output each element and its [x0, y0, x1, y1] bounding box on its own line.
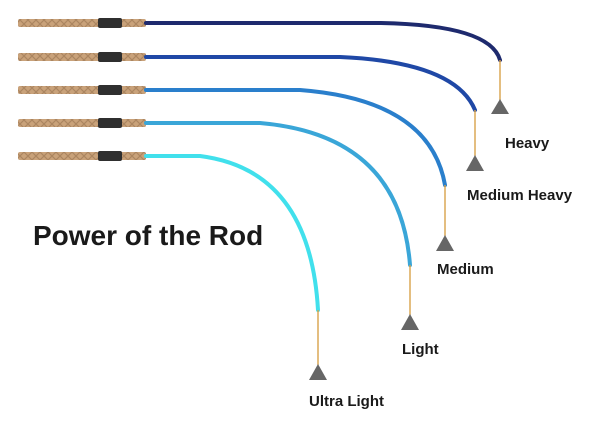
cork-handle	[18, 119, 146, 127]
sinker-icon	[466, 155, 484, 171]
reel-seat	[98, 18, 122, 28]
cork-handle	[18, 53, 146, 61]
sinker-icon	[436, 235, 454, 251]
rod-blank	[144, 121, 412, 267]
sinker-icon	[401, 314, 419, 330]
rod-blank	[144, 55, 477, 112]
rod-light: Light	[18, 118, 439, 358]
rod-medium-heavy: Medium Heavy	[18, 52, 573, 204]
rod-ultra-light: Ultra Light	[18, 151, 384, 410]
rod-medium: Medium	[18, 85, 494, 278]
rod-blank	[144, 21, 502, 62]
reel-seat	[98, 118, 122, 128]
rod-heavy: Heavy	[18, 18, 550, 152]
sinker-icon	[309, 364, 327, 380]
rod-blank	[144, 154, 320, 312]
reel-seat	[98, 85, 122, 95]
cork-handle	[18, 86, 146, 94]
diagram-title: Power of the Rod	[33, 220, 263, 251]
rod-label-ultra-light: Ultra Light	[309, 393, 384, 410]
sinker-icon	[491, 99, 509, 114]
rod-label-medium-heavy: Medium Heavy	[467, 187, 573, 204]
rod-label-heavy: Heavy	[505, 135, 550, 152]
cork-handle	[18, 152, 146, 160]
rod-label-light: Light	[402, 341, 439, 358]
rod-blank	[144, 88, 447, 187]
reel-seat	[98, 151, 122, 161]
rod-label-medium: Medium	[437, 261, 494, 278]
reel-seat	[98, 52, 122, 62]
cork-handle	[18, 19, 146, 27]
